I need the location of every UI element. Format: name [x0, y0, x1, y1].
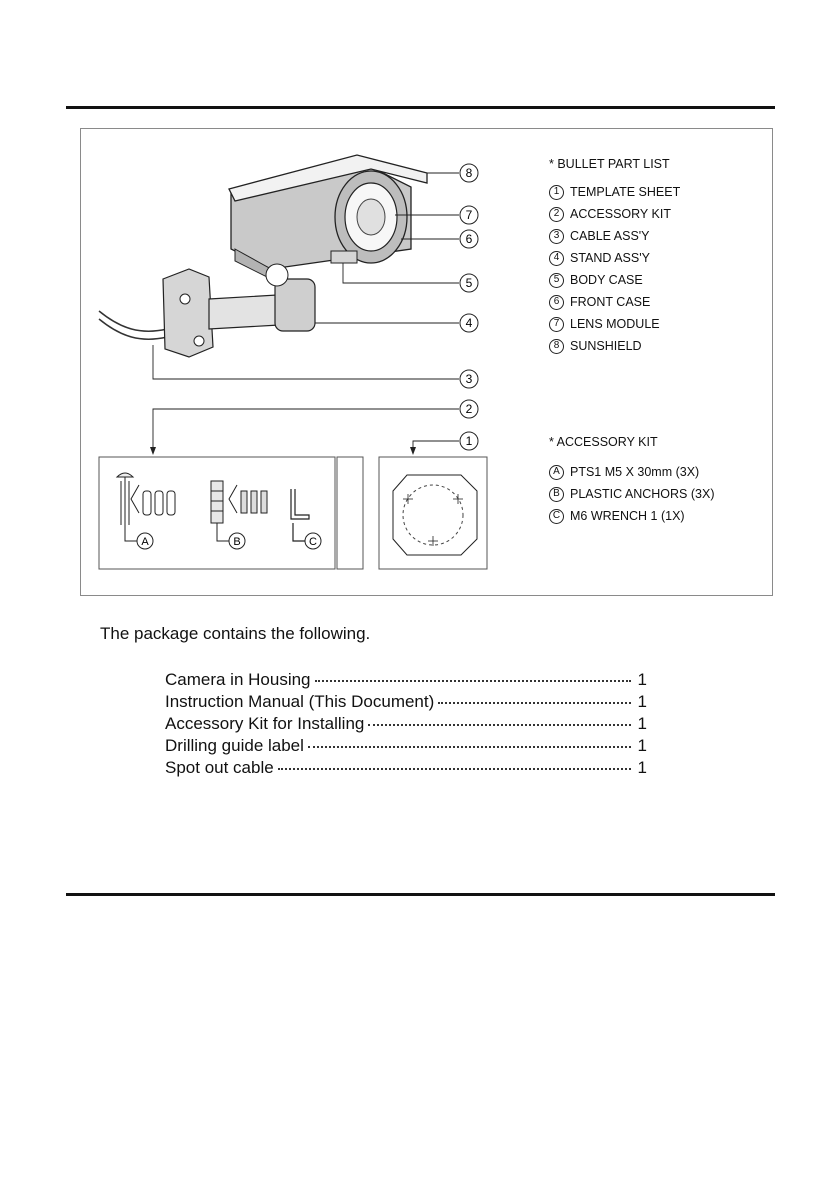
- kit-callout-b: B: [233, 536, 240, 548]
- top-rule: [66, 106, 775, 109]
- mount-screw-hole: [179, 293, 191, 305]
- body-cap: [265, 263, 289, 287]
- content-row: Spot out cable 1: [165, 758, 647, 780]
- dot-leader: [438, 702, 631, 704]
- content-qty: 1: [637, 736, 647, 755]
- content-qty: 1: [637, 714, 647, 733]
- arrowhead-2: [410, 447, 416, 455]
- part-number: 1: [549, 184, 564, 200]
- part-item: 2 ACCESSORY KIT: [549, 203, 769, 225]
- kit-item: A PTS1 M5 X 30mm (3X): [549, 461, 769, 483]
- part-label: FRONT CASE: [570, 295, 651, 309]
- part-label: BODY CASE: [570, 273, 643, 287]
- accessory-kit-panel-spine: [336, 456, 364, 570]
- callout-numbers: 8 7 6 5 4 3 2 1: [459, 163, 479, 451]
- part-number: 2: [549, 206, 564, 222]
- cable-drawing: [98, 310, 168, 332]
- part-item: 5 BODY CASE: [549, 269, 769, 291]
- mount-plate: [162, 268, 214, 358]
- part-label: TEMPLATE SHEET: [570, 185, 681, 199]
- camera-illustration: 8 7 6 5 4 3 2 1: [98, 154, 488, 570]
- callout-3: 3: [466, 372, 473, 386]
- part-label: STAND ASS'Y: [570, 251, 650, 265]
- kit-item: C M6 WRENCH 1 (1X): [549, 505, 769, 527]
- part-number: 4: [549, 250, 564, 266]
- package-intro: The package contains the following.: [100, 624, 371, 643]
- kit-callouts: A B C: [136, 532, 322, 550]
- parts-figure: 8 7 6 5 4 3 2 1: [80, 128, 773, 596]
- anchor-drawing: [210, 480, 268, 542]
- template-marks: [403, 494, 463, 546]
- part-item: 7 LENS MODULE: [549, 313, 769, 335]
- kit-label: PTS1 M5 X 30mm (3X): [570, 465, 700, 479]
- body-connector: [330, 250, 358, 264]
- accessory-kit-title: * ACCESSORY KIT: [549, 435, 658, 449]
- content-item: Drilling guide label: [165, 736, 304, 755]
- callout-5: 5: [466, 276, 473, 290]
- parts-list-title: * BULLET PART LIST: [549, 157, 670, 171]
- kit-letter: B: [549, 486, 564, 502]
- parts-list: * BULLET PART LIST 1 TEMPLATE SHEET 2 ACCE…: [549, 153, 769, 357]
- content-item: Accessory Kit for Installing: [165, 714, 365, 733]
- part-number: 5: [549, 272, 564, 288]
- content-item: Camera in Housing: [165, 670, 311, 689]
- accessory-kit-list: * ACCESSORY KIT A PTS1 M5 X 30mm (3X) B PL…: [549, 431, 769, 527]
- callout-6: 6: [466, 232, 473, 246]
- part-label: CABLE ASS'Y: [570, 229, 650, 243]
- content-item: Spot out cable: [165, 758, 274, 777]
- callout-7: 7: [466, 208, 473, 222]
- dot-leader: [307, 746, 631, 748]
- lens-glass: [356, 198, 386, 236]
- wrench-drawing: [290, 489, 310, 542]
- screw-drawing: [115, 472, 176, 542]
- stand-joint: [274, 278, 316, 332]
- stand-arm: [208, 294, 280, 330]
- callout-4: 4: [466, 316, 473, 330]
- content-qty: 1: [637, 692, 647, 711]
- kit-label: M6 WRENCH 1 (1X): [570, 509, 685, 523]
- kit-item: B PLASTIC ANCHORS (3X): [549, 483, 769, 505]
- kit-label: PLASTIC ANCHORS (3X): [570, 487, 715, 501]
- dot-leader: [314, 680, 631, 682]
- callout-1: 1: [466, 434, 473, 448]
- part-label: ACCESSORY KIT: [570, 207, 671, 221]
- part-label: SUNSHIELD: [570, 339, 642, 353]
- callout-2: 2: [466, 402, 473, 416]
- content-row: Camera in Housing 1: [165, 670, 647, 692]
- kit-callout-a: A: [141, 536, 149, 548]
- part-number: 7: [549, 316, 564, 332]
- part-label: LENS MODULE: [570, 317, 660, 331]
- dot-leader: [368, 724, 631, 726]
- content-qty: 1: [637, 670, 647, 689]
- template-circle: [402, 484, 464, 546]
- part-item: 8 SUNSHIELD: [549, 335, 769, 357]
- callout-8: 8: [466, 166, 473, 180]
- mount-screw-hole-2: [193, 335, 205, 347]
- arrowhead: [150, 447, 156, 455]
- bottom-rule: [66, 893, 775, 896]
- cable-drawing-2: [98, 318, 168, 340]
- content-item: Instruction Manual (This Document): [165, 692, 435, 711]
- part-item: 6 FRONT CASE: [549, 291, 769, 313]
- kit-letter: C: [549, 508, 564, 524]
- template-sheet: [378, 456, 488, 570]
- dot-leader: [277, 768, 631, 770]
- part-item: 4 STAND ASS'Y: [549, 247, 769, 269]
- kit-callout-c: C: [309, 536, 317, 548]
- part-item: 1 TEMPLATE SHEET: [549, 181, 769, 203]
- part-number: 6: [549, 294, 564, 310]
- content-qty: 1: [637, 758, 647, 777]
- template-outline: [392, 474, 478, 556]
- part-number: 3: [549, 228, 564, 244]
- sunshield: [228, 154, 428, 202]
- callout-leaders: [152, 172, 459, 449]
- content-row: Drilling guide label 1: [165, 736, 647, 758]
- part-item: 3 CABLE ASS'Y: [549, 225, 769, 247]
- package-contents-list: Camera in Housing 1 Instruction Manual (T…: [165, 670, 647, 780]
- kit-letter: A: [549, 464, 564, 480]
- content-row: Instruction Manual (This Document) 1: [165, 692, 647, 714]
- content-row: Accessory Kit for Installing 1: [165, 714, 647, 736]
- part-number: 8: [549, 338, 564, 354]
